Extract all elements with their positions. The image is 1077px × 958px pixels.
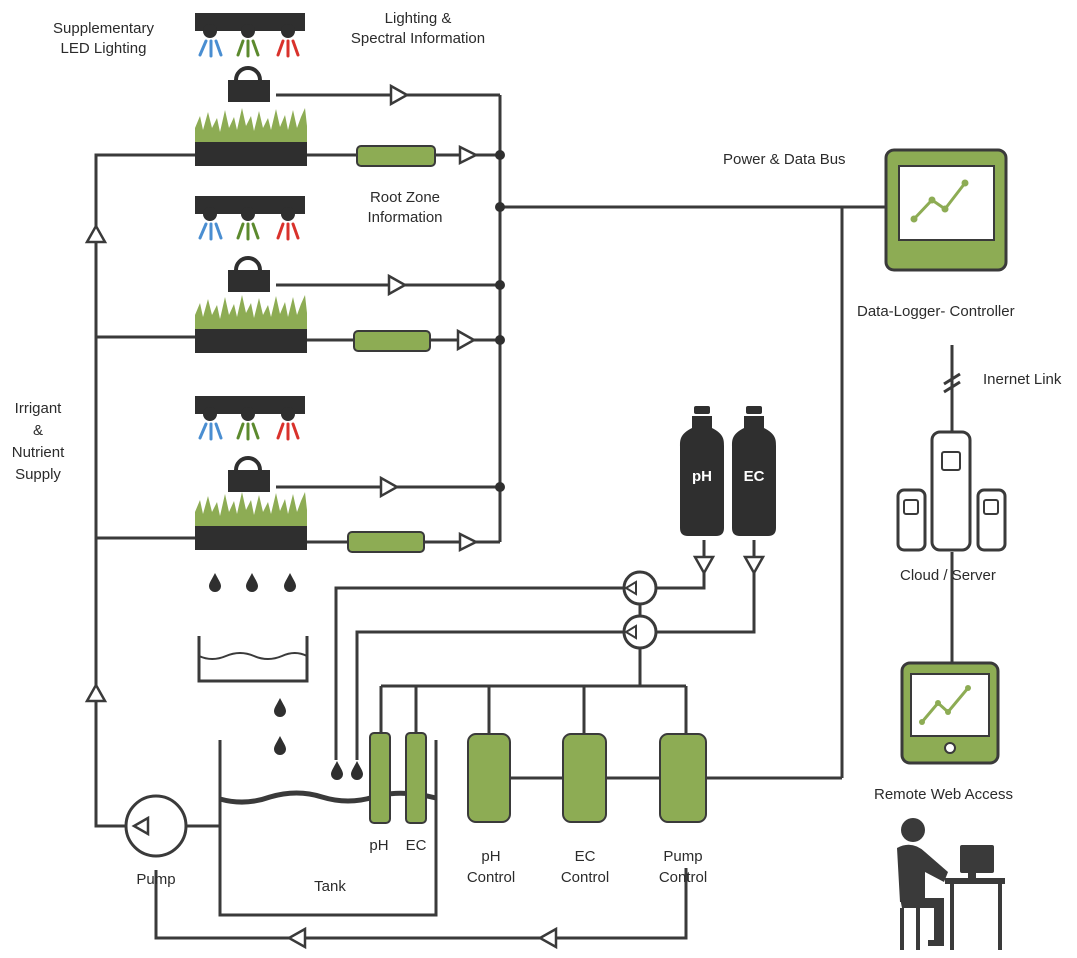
light-sensor-icon bbox=[226, 66, 272, 104]
monitor-chart-icon bbox=[884, 148, 1008, 272]
irrigant-label: Irrigant & Nutrient Supply bbox=[11, 400, 65, 483]
flow-arrows bbox=[84, 83, 766, 950]
supplementary-led-label: Supplementary LED Lighting bbox=[53, 20, 154, 57]
water-drop-icon bbox=[209, 573, 363, 780]
lighting-spectral-label: Lighting & Spectral Information bbox=[350, 10, 486, 47]
led-bar-icon bbox=[193, 394, 307, 441]
remote-web-label: Remote Web Access bbox=[874, 786, 1013, 803]
ec-control-label: EC Control bbox=[560, 848, 610, 886]
cloud-server-label: Cloud / Server bbox=[900, 567, 996, 584]
power-data-bus-label: Power & Data Bus bbox=[723, 151, 846, 168]
drainage-collector bbox=[197, 636, 309, 683]
pump-icon bbox=[124, 794, 188, 858]
pump-control-label: Pump Control bbox=[658, 848, 708, 886]
junction-dots bbox=[495, 150, 505, 492]
led-bar-icon bbox=[193, 194, 307, 241]
plant-tray-icon bbox=[195, 492, 307, 550]
light-sensor-icon bbox=[226, 456, 272, 494]
internet-link-label: Inernet Link bbox=[983, 371, 1062, 388]
ph-probe-label: pH bbox=[369, 837, 389, 854]
data-logger-label: Data-Logger- Controller bbox=[857, 303, 1015, 320]
connection-lines bbox=[94, 93, 961, 940]
plant-tray-icon bbox=[195, 295, 307, 353]
probe-sensors bbox=[369, 732, 427, 824]
pump-label: Pump bbox=[136, 871, 176, 888]
root-zone-sensor bbox=[347, 145, 436, 553]
tablet-chart-icon bbox=[900, 661, 1000, 765]
plant-tray-icon bbox=[195, 108, 307, 166]
control-units bbox=[467, 733, 707, 823]
ec-probe-label: EC bbox=[405, 837, 427, 854]
ec-bottle-label: EC bbox=[743, 468, 765, 485]
ph-control-label: pH Control bbox=[466, 848, 516, 886]
server-icon bbox=[896, 430, 1007, 552]
person-at-computer-icon bbox=[897, 818, 1005, 950]
tank-label: Tank bbox=[314, 878, 346, 895]
light-sensor-icon bbox=[226, 256, 272, 294]
root-zone-label: Root Zone Information bbox=[367, 189, 443, 226]
led-bar-icon bbox=[193, 11, 307, 58]
ph-bottle-label: pH bbox=[692, 468, 712, 485]
valve-icon bbox=[622, 614, 658, 650]
valve-icon bbox=[622, 570, 658, 606]
